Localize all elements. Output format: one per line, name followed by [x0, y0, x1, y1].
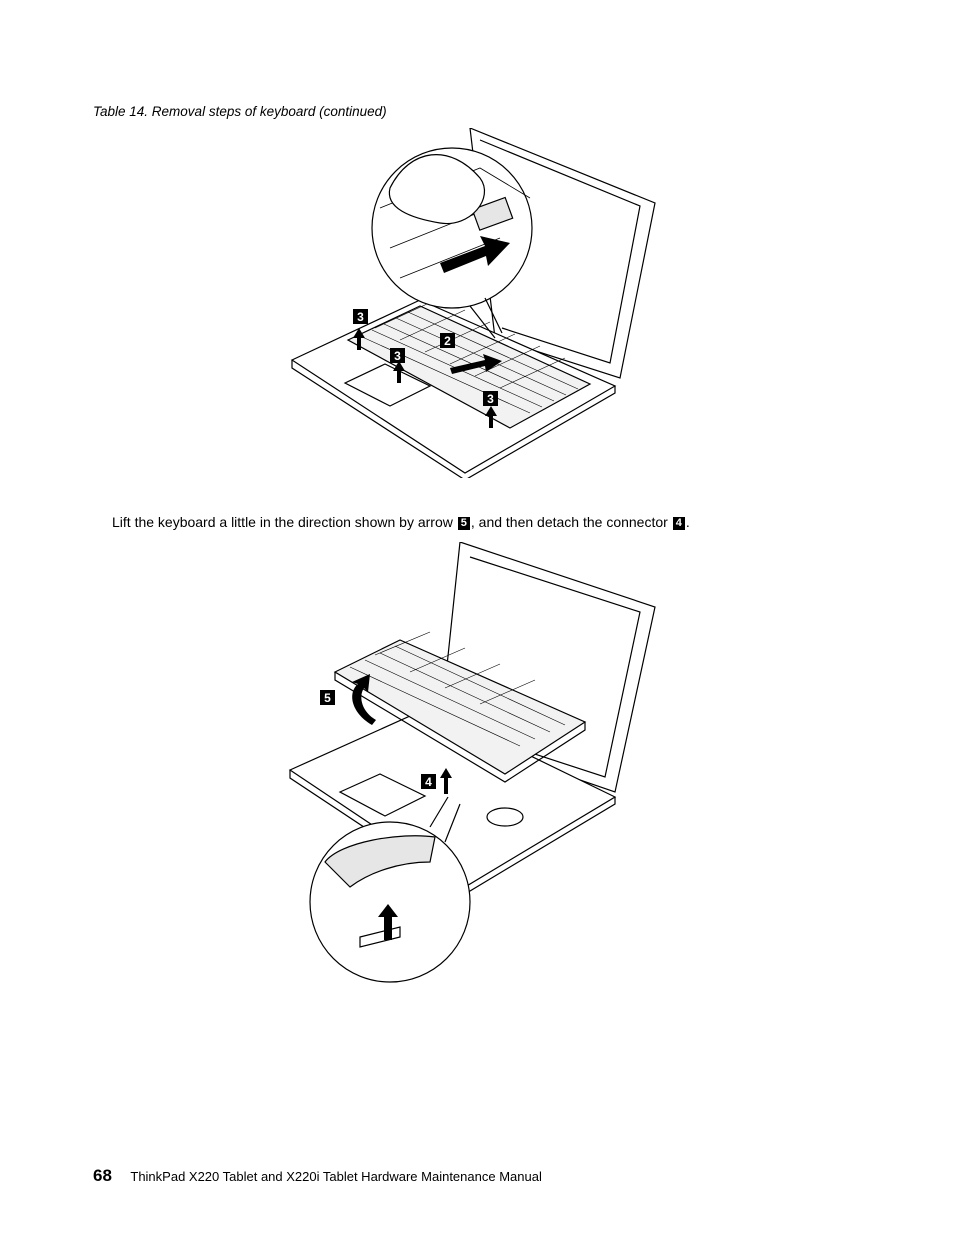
- callout-4: 4: [425, 775, 432, 789]
- manual-title: ThinkPad X220 Tablet and X220i Tablet Ha…: [130, 1169, 542, 1184]
- callout-2: 2: [444, 334, 451, 348]
- page-number: 68: [93, 1166, 112, 1185]
- callout-badge: 5: [457, 517, 470, 530]
- callout-5: 5: [324, 691, 331, 705]
- keyboard-push-illustration: 3 2 3 3: [290, 128, 656, 478]
- keyboard-lift-illustration: 5 4: [288, 542, 656, 983]
- step-text: , and then detach the connector: [470, 514, 672, 530]
- callout-3: 3: [394, 349, 401, 363]
- callout-3: 3: [487, 392, 494, 406]
- step-text: Lift the keyboard a little in the direct…: [112, 514, 457, 530]
- step-instruction: Lift the keyboard a little in the direct…: [112, 514, 690, 530]
- page-footer: 68 ThinkPad X220 Tablet and X220i Tablet…: [93, 1166, 542, 1186]
- callout-badge: 4: [672, 517, 685, 530]
- step-text: .: [685, 514, 690, 530]
- callout-3: 3: [357, 310, 364, 324]
- table-caption: Table 14. Removal steps of keyboard (con…: [93, 104, 387, 119]
